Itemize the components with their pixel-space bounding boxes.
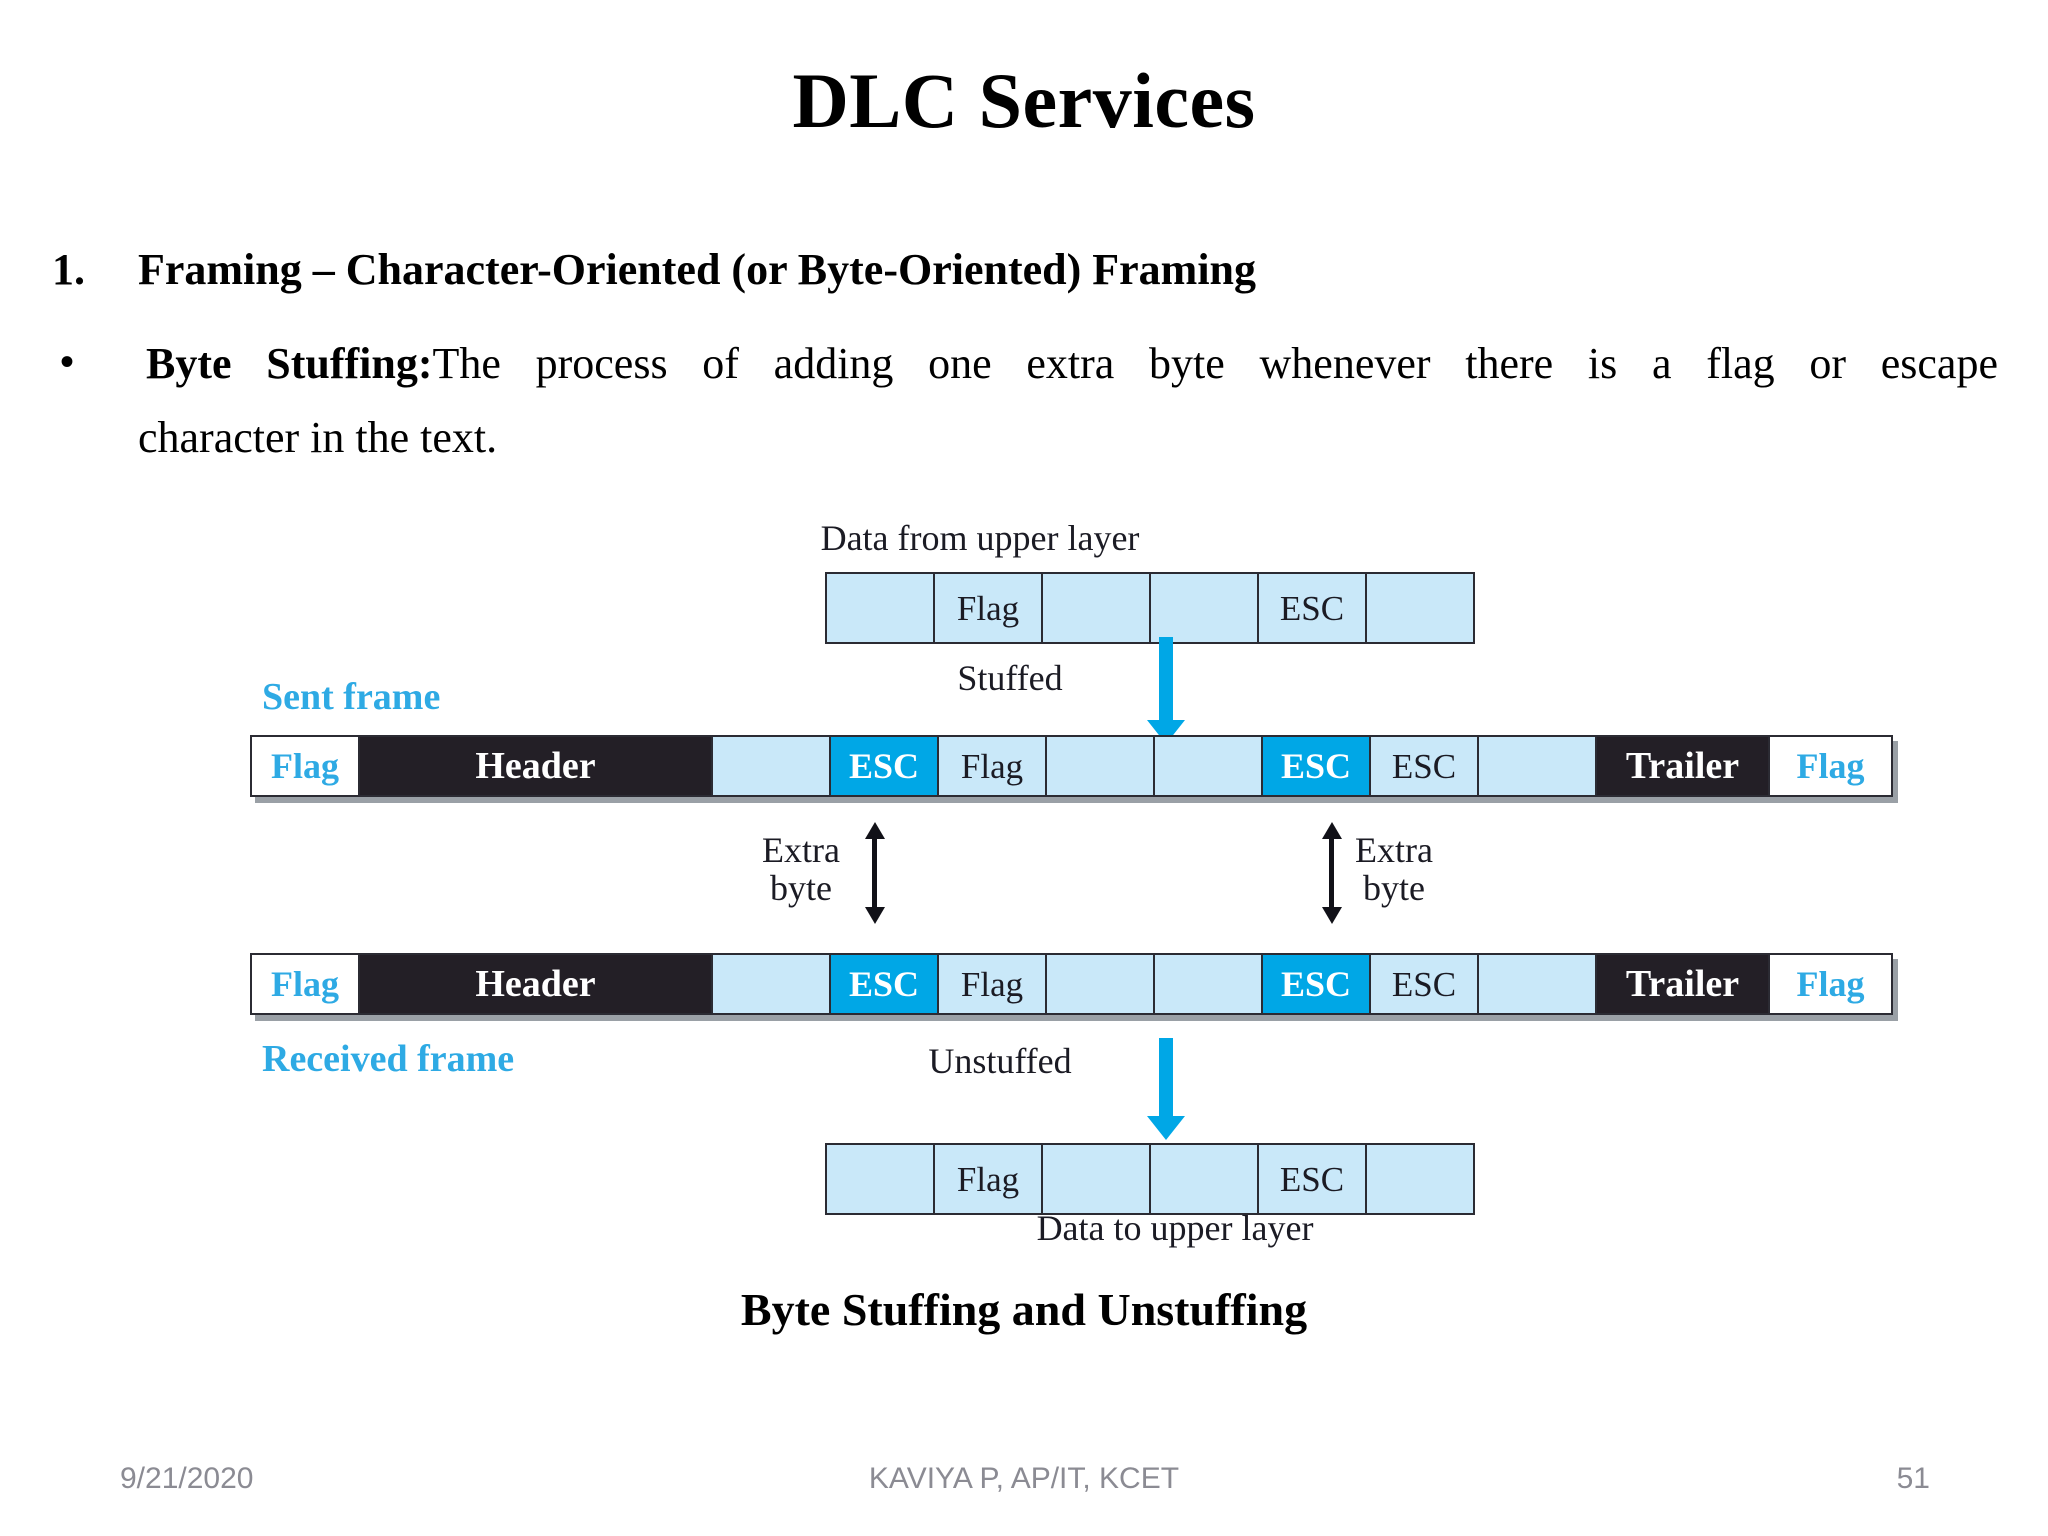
byte-cell-flag: Flag — [933, 1143, 1043, 1215]
byte-cell-esc: ESC — [1369, 953, 1479, 1015]
byte-cell-flag: Flag — [250, 953, 360, 1015]
byte-cell-empty — [1045, 735, 1155, 797]
label-data-to-upper-layer: Data to upper layer — [1036, 1208, 1314, 1248]
label-received-frame: Received frame — [262, 1038, 515, 1080]
byte-cell-flag: Flag — [937, 735, 1047, 797]
byte-cell-flag: Flag — [1768, 953, 1893, 1015]
figure-caption: Byte Stuffing and Unstuffing — [740, 1284, 1308, 1335]
label-stuffed: Stuffed — [957, 658, 1063, 698]
byte-cell-empty — [825, 572, 935, 644]
list-item-byte-stuffing-line2: character in the text. — [138, 413, 498, 462]
extra-byte-left-double-arrow-icon — [872, 838, 877, 908]
page-title: DLC Services — [792, 57, 1256, 144]
extra-byte-right-line1: Extra — [1355, 830, 1433, 870]
byte-cell-esc: ESC — [829, 953, 939, 1015]
byte-cell-empty — [1153, 953, 1263, 1015]
extra-byte-right-line2: byte — [1362, 867, 1425, 908]
label-unstuffed: Unstuffed — [928, 1041, 1072, 1081]
slide-footer: 9/21/2020 KAVIYA P, AP/IT, KCET 51 — [0, 1440, 2048, 1536]
byte-cell-esc: ESC — [1261, 735, 1371, 797]
byte-cell-flag: Flag — [937, 953, 1047, 1015]
extra-byte-left-line2: byte — [769, 867, 832, 908]
footer-page-number: 51 — [1896, 1462, 1930, 1495]
bullet-list: 1. Framing – Character-Oriented (or Byte… — [52, 248, 2012, 463]
label-extra-byte-right: Extra byte — [1355, 830, 1433, 908]
byte-cell-empty — [711, 953, 831, 1015]
label-sent-frame: Sent frame — [262, 676, 441, 718]
byte-cell-flag: Flag — [250, 735, 360, 797]
byte-cell-header: Header — [358, 953, 713, 1015]
stuffed-arrow-down-icon — [1159, 637, 1173, 722]
extra-byte-right-double-arrow-icon — [1329, 838, 1334, 908]
lower-layer-data-row: Flag ESC — [825, 1143, 1475, 1215]
label-data-from-upper-layer: Data from upper layer — [820, 518, 1140, 558]
label-extra-byte-left: Extra byte — [762, 830, 840, 908]
footer-date: 9/21/2020 — [120, 1462, 254, 1495]
unstuffed-arrow-down-icon — [1159, 1038, 1173, 1118]
byte-cell-empty — [1045, 953, 1155, 1015]
byte-cell-esc: ESC — [1257, 1143, 1367, 1215]
list-item-byte-stuffing: • Byte Stuffing:The process of adding on… — [52, 342, 2012, 386]
byte-cell-flag: Flag — [933, 572, 1043, 644]
byte-cell-flag: Flag — [1768, 735, 1893, 797]
upper-layer-data-row: Flag ESC — [825, 572, 1475, 644]
list-item-byte-stuffing-line1: Byte Stuffing:The process of adding one … — [146, 342, 2012, 386]
byte-cell-empty — [1149, 1143, 1259, 1215]
byte-cell-esc: ESC — [829, 735, 939, 797]
byte-cell-header: Header — [358, 735, 713, 797]
byte-stuffing-term: Byte Stuffing: — [146, 339, 433, 388]
footer-attribution: KAVIYA P, AP/IT, KCET — [868, 1462, 1180, 1495]
byte-cell-esc: ESC — [1261, 953, 1371, 1015]
spacer — [52, 292, 2012, 342]
byte-cell-empty — [1041, 1143, 1151, 1215]
extra-byte-left-line1: Extra — [762, 830, 840, 870]
byte-cell-empty — [1477, 735, 1597, 797]
byte-cell-empty — [1149, 572, 1259, 644]
byte-cell-empty — [1041, 572, 1151, 644]
byte-cell-empty — [1477, 953, 1597, 1015]
list-item-framing: 1. Framing – Character-Oriented (or Byte… — [52, 248, 2012, 292]
byte-cell-trailer: Trailer — [1595, 953, 1770, 1015]
byte-cell-empty — [711, 735, 831, 797]
byte-cell-empty — [1365, 1143, 1475, 1215]
byte-cell-esc: ESC — [1369, 735, 1479, 797]
byte-cell-trailer: Trailer — [1595, 735, 1770, 797]
byte-cell-empty — [825, 1143, 935, 1215]
byte-cell-empty — [1153, 735, 1263, 797]
list-marker-number: 1. — [52, 245, 85, 294]
list-item-framing-text: Framing – Character-Oriented (or Byte-Or… — [138, 245, 1257, 294]
byte-cell-empty — [1365, 572, 1475, 644]
list-marker-bullet: • — [60, 339, 75, 384]
byte-cell-esc: ESC — [1257, 572, 1367, 644]
byte-stuffing-definition-line1: The process of adding one extra byte whe… — [432, 339, 1999, 388]
